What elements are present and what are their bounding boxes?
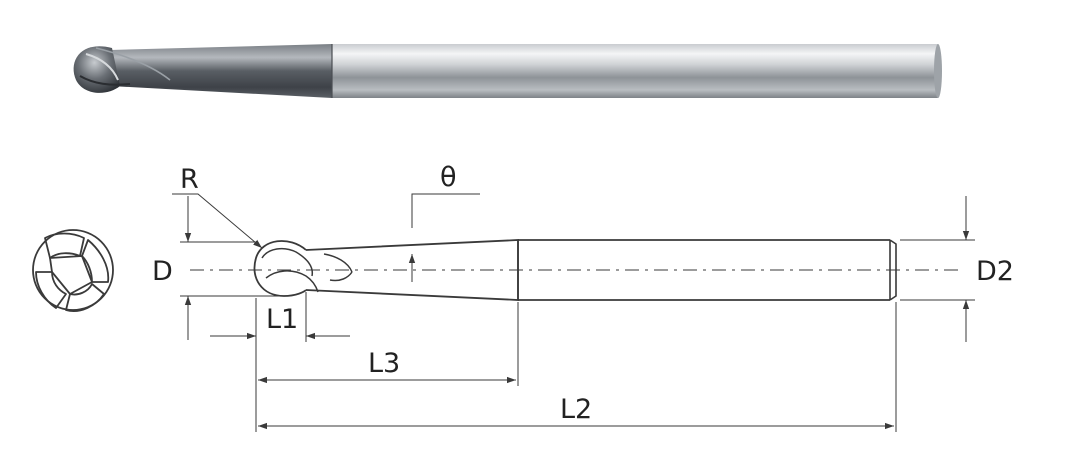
tool-photo bbox=[73, 44, 942, 98]
label-d2: D2 bbox=[976, 256, 1014, 287]
label-d: D bbox=[152, 256, 173, 287]
ball-nose bbox=[73, 46, 120, 93]
end-view-outline bbox=[32, 229, 114, 311]
ball-head-flute-4 bbox=[329, 271, 353, 282]
ball-head-flute-2 bbox=[265, 270, 319, 293]
label-theta: θ bbox=[440, 162, 457, 193]
label-l1: L1 bbox=[266, 304, 298, 335]
tool-shank bbox=[332, 44, 938, 98]
ball-head-flute-3 bbox=[323, 253, 353, 273]
labels: R θ D D2 L1 L3 L2 bbox=[152, 162, 1014, 425]
end-view bbox=[32, 229, 114, 312]
end-view-center bbox=[49, 255, 93, 295]
end-view-flute-3 bbox=[65, 283, 105, 312]
r-leader bbox=[172, 193, 263, 249]
flute-edge-3 bbox=[79, 75, 131, 86]
dimensions bbox=[172, 193, 975, 432]
label-l2: L2 bbox=[560, 394, 592, 425]
flute-edge-1 bbox=[85, 53, 119, 81]
side-drawing bbox=[190, 239, 960, 301]
label-r: R bbox=[180, 164, 199, 195]
tool-neck-coated bbox=[110, 44, 332, 98]
ball-head-flute-1 bbox=[261, 247, 314, 277]
shank-end bbox=[934, 44, 942, 98]
ball-head-outline bbox=[253, 240, 307, 297]
label-l3: L3 bbox=[368, 348, 400, 379]
flute-edge-2 bbox=[95, 47, 171, 81]
shank-end-chamfer bbox=[889, 239, 897, 301]
theta-leader bbox=[411, 193, 480, 228]
